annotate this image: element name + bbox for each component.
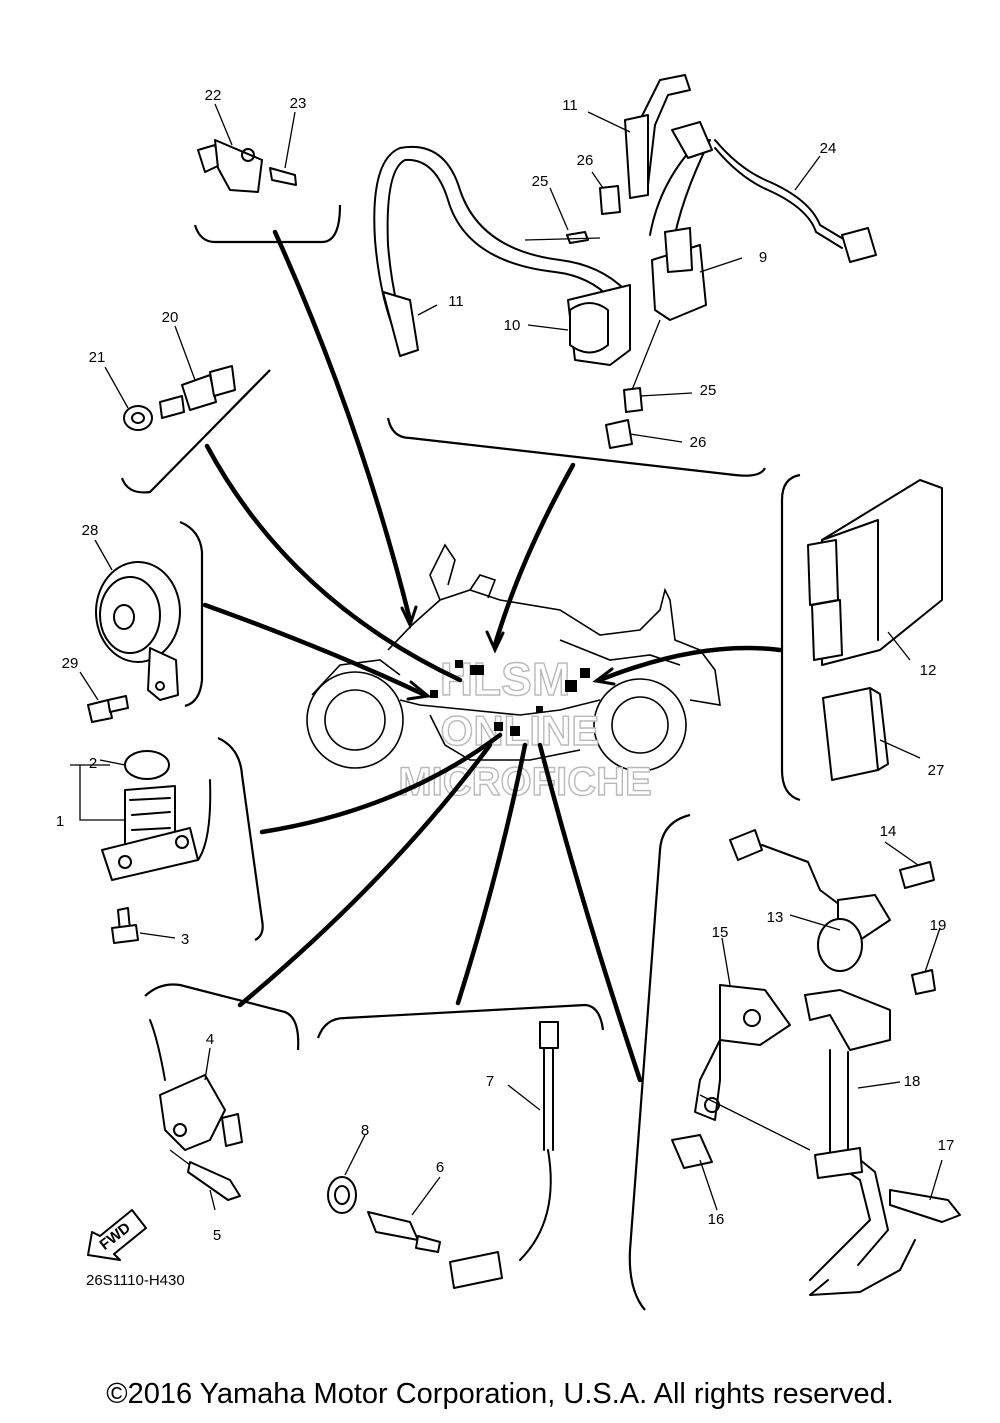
callout-26-bottom: 26 xyxy=(690,434,707,451)
ignition-group xyxy=(373,74,877,449)
callout-numbers: 22 23 11 26 25 24 9 11 10 25 26 20 21 28… xyxy=(56,87,955,1244)
callout-28: 28 xyxy=(82,522,99,539)
callout-5: 5 xyxy=(213,1227,221,1244)
callout-3: 3 xyxy=(181,931,189,948)
callout-6: 6 xyxy=(436,1159,444,1176)
sensor-6-7-8 xyxy=(327,1021,559,1289)
group-brackets xyxy=(120,204,801,1311)
callout-12: 12 xyxy=(920,662,937,679)
callout-25-top: 25 xyxy=(532,173,549,190)
connector-marks xyxy=(430,660,590,736)
callout-9: 9 xyxy=(759,249,767,266)
routing-lines xyxy=(202,229,783,1083)
callout-24: 24 xyxy=(820,140,837,157)
sensor-22-23 xyxy=(197,103,297,193)
callout-26-top: 26 xyxy=(577,152,594,169)
sensor-4-5 xyxy=(149,1019,243,1211)
callout-14: 14 xyxy=(880,823,897,840)
horn-28-29 xyxy=(79,539,181,723)
callout-15: 15 xyxy=(712,924,729,941)
callout-11-left: 11 xyxy=(448,293,464,310)
callout-18: 18 xyxy=(904,1073,921,1090)
callout-4: 4 xyxy=(206,1031,214,1048)
callout-19: 19 xyxy=(930,917,947,934)
callout-21: 21 xyxy=(89,349,106,366)
callout-2: 2 xyxy=(89,755,97,772)
sensor-1-2-3 xyxy=(70,750,212,944)
callout-11-top: 11 xyxy=(562,97,578,114)
callout-27: 27 xyxy=(928,762,945,779)
fwd-arrow-icon: FWD xyxy=(87,1209,147,1261)
callout-8: 8 xyxy=(361,1122,369,1139)
diagram-code: 26S1110-H430 xyxy=(86,1272,185,1289)
callout-25-bottom: 25 xyxy=(700,382,717,399)
sensor-20-21 xyxy=(104,325,236,431)
ecu-12-27 xyxy=(807,479,943,781)
callout-16: 16 xyxy=(708,1211,725,1228)
callout-13: 13 xyxy=(767,909,784,926)
copyright-notice: ©2016 Yamaha Motor Corporation, U.S.A. A… xyxy=(106,1378,894,1410)
sensor-group-13-19 xyxy=(671,829,961,1296)
callout-7: 7 xyxy=(486,1073,494,1090)
callout-29: 29 xyxy=(62,655,79,672)
callout-17: 17 xyxy=(938,1137,955,1154)
callout-10: 10 xyxy=(504,317,521,334)
callout-1: 1 xyxy=(56,813,64,830)
callout-23: 23 xyxy=(290,95,307,112)
watermark-line-3: MICROFICHE xyxy=(398,760,651,804)
callout-20: 20 xyxy=(162,309,179,326)
motorcycle-silhouette xyxy=(306,543,721,772)
callout-22: 22 xyxy=(205,87,222,104)
